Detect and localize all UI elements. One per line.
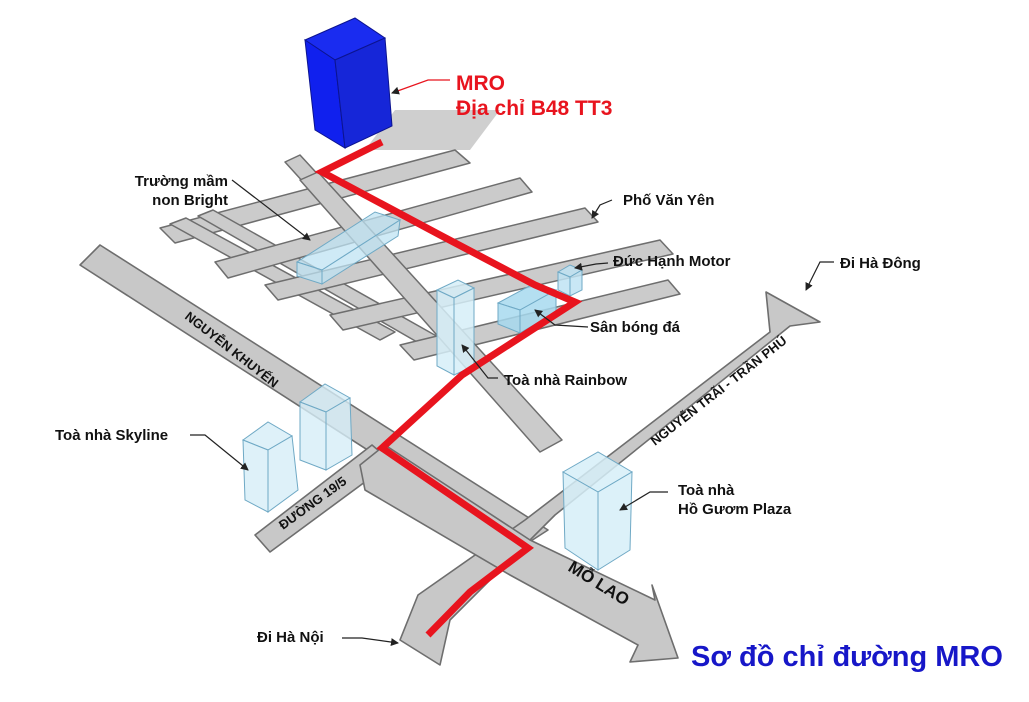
plaza-building: [561, 451, 633, 571]
mro-name: MRO: [456, 72, 505, 95]
rainbow-label: Toà nhà Rainbow: [504, 372, 628, 389]
plaza-label-line-1: Toà nhà: [678, 482, 735, 499]
kindergarten-building: [295, 211, 402, 285]
mro-shadow: [365, 110, 500, 150]
street-grid: [159, 149, 681, 453]
stadium-label: Sân bóng đá: [590, 319, 680, 336]
route-path: [314, 138, 583, 638]
duc-hanh-label: Đức Hạnh Motor: [613, 253, 731, 270]
mro-address: Địa chỉ B48 TT3: [456, 97, 613, 120]
mro-building: [303, 17, 393, 149]
road-label-nguyen-khuyen: NGUYỄN KHUYẾN: [182, 309, 281, 391]
van-yen-label: Phố Văn Yên: [623, 192, 715, 209]
mro-label: MRO Địa chỉ B48 TT3: [456, 71, 612, 121]
skyline-label: Toà nhà Skyline: [55, 427, 169, 444]
plaza-label: Toà nhà Hồ Gươm Plaza: [678, 481, 791, 519]
kindergarten-label-line-1: Trường mầm: [134, 173, 228, 190]
road-label-nguyen-trai: NGUYỄN TRÃI - TRẦN PHÚ: [648, 333, 790, 448]
leader-lines: [190, 79, 834, 646]
ha-dong-label: Đi Hà Đông: [840, 255, 921, 272]
rainbow-building: [435, 279, 476, 376]
plaza-label-line-2: Hồ Gươm Plaza: [678, 501, 792, 518]
map-title: Sơ đồ chỉ đường MRO: [691, 641, 1003, 673]
ha-noi-label: Đi Hà Nội: [257, 629, 324, 646]
kindergarten-label-line-2: non Bright: [152, 192, 228, 209]
kindergarten-label: Trường mầm non Bright: [110, 172, 228, 210]
duc-hanh-building: [556, 264, 584, 297]
skyline-building: [241, 383, 353, 513]
